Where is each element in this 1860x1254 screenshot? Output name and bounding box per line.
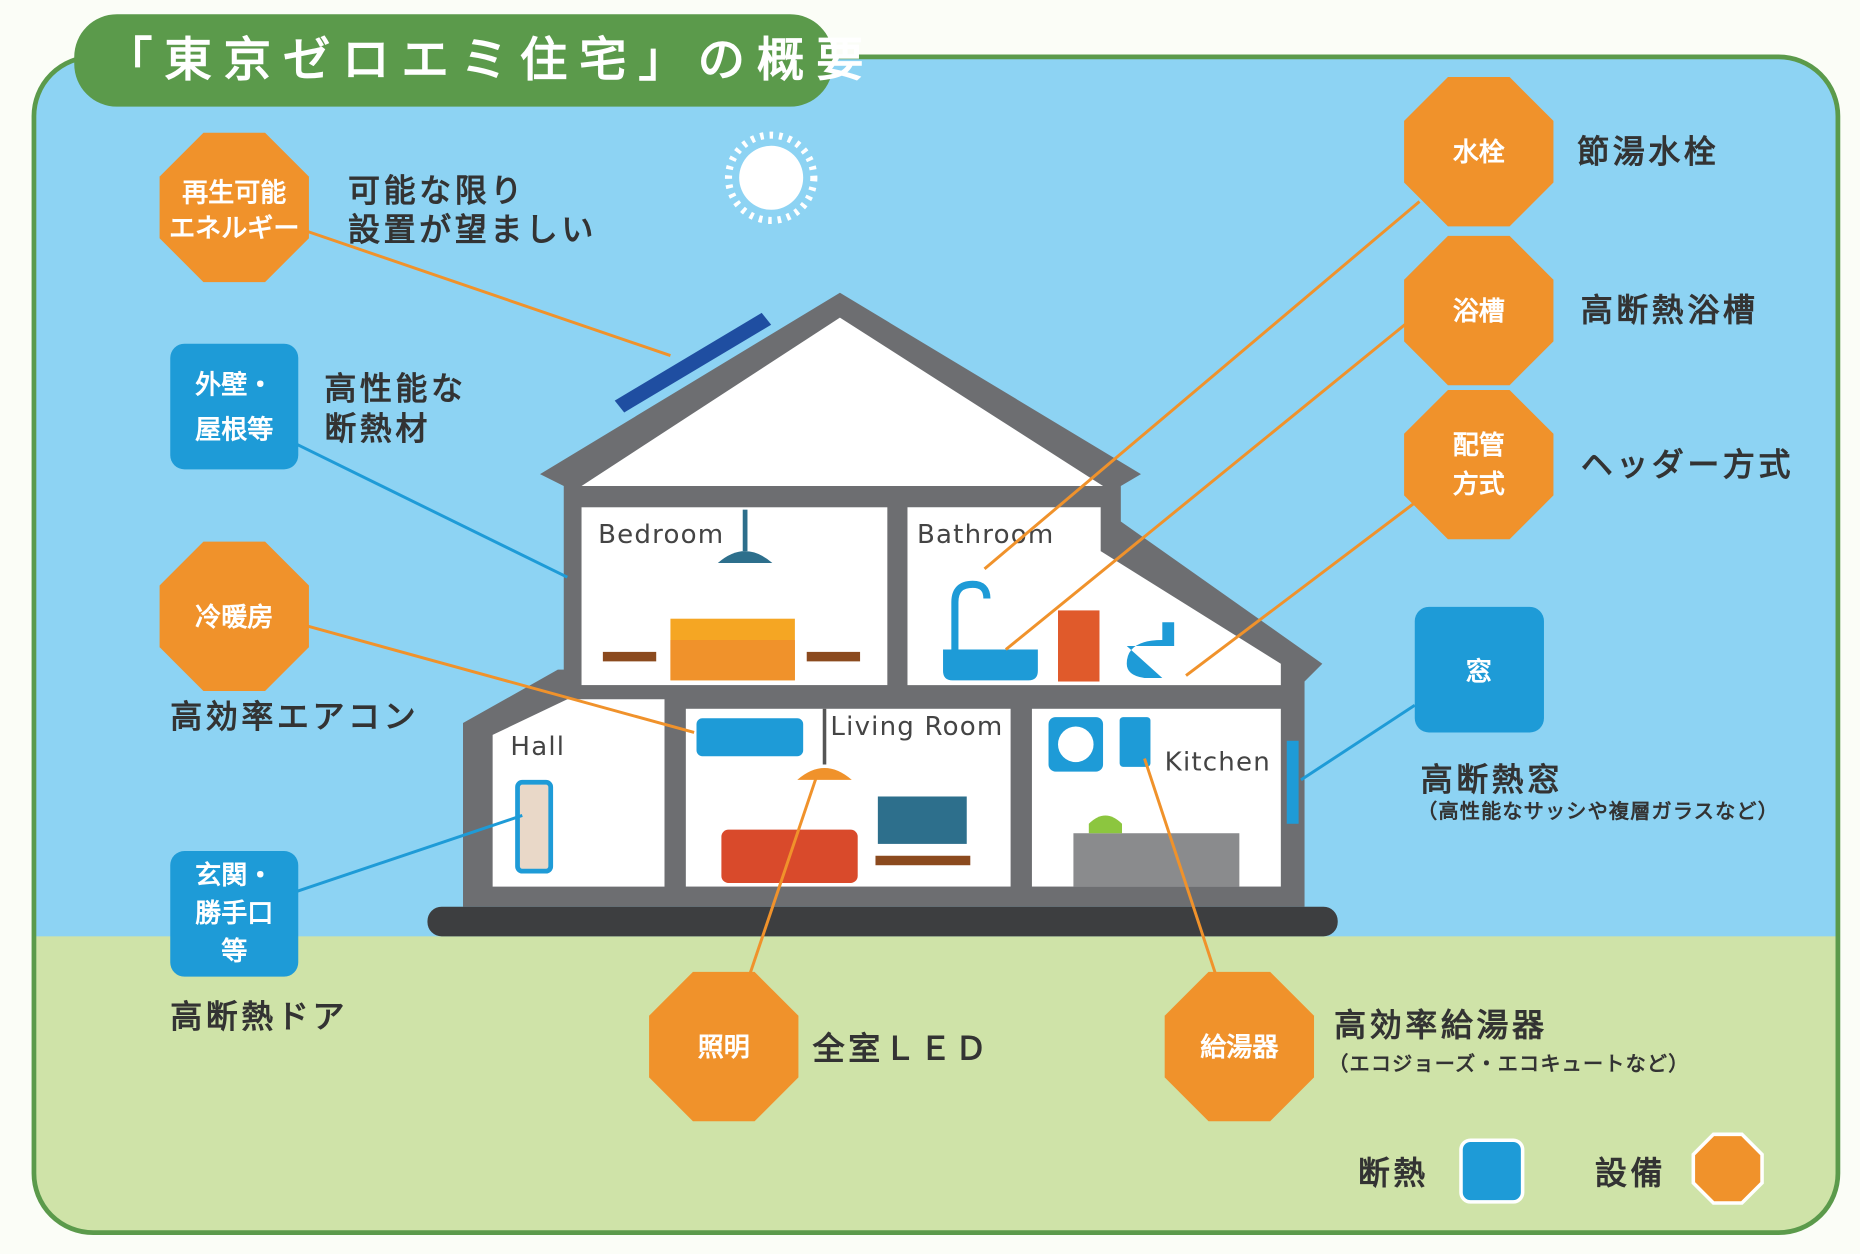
- cabinet-icon: [1058, 610, 1100, 682]
- svg-text:照明: 照明: [698, 1033, 750, 1063]
- tv-icon: [877, 796, 967, 844]
- bathtub-desc: 高断熱浴槽: [1581, 291, 1759, 329]
- ventilation-fan-icon: [1048, 717, 1104, 772]
- foundation: [427, 906, 1338, 937]
- svg-text:浴槽: 浴槽: [1453, 297, 1505, 327]
- room-label-bedroom: Bedroom: [598, 520, 724, 550]
- svg-text:玄関・: 玄関・: [195, 860, 273, 891]
- room-label-hall: Hall: [510, 732, 565, 762]
- window-note: （高性能なサッシや複層ガラスなど）: [1417, 799, 1779, 823]
- water-heater-panel-icon: [1119, 717, 1151, 767]
- kettle-icon: [1088, 815, 1123, 834]
- kitchen-counter-icon: [1073, 833, 1240, 887]
- badge-water-heater: 給湯器: [1164, 971, 1315, 1122]
- walls-desc: 高性能な: [324, 369, 466, 407]
- svg-text:配管: 配管: [1453, 431, 1505, 461]
- window-icon: [1286, 740, 1299, 824]
- badge-walls: 外壁・ 屋根等: [170, 343, 299, 470]
- badge-window: 窓: [1414, 606, 1544, 733]
- badge-hvac: 冷暖房: [159, 541, 309, 692]
- svg-text:窓: 窓: [1466, 656, 1492, 687]
- hvac-desc: 高効率エアコン: [170, 698, 419, 736]
- toilet-icon: [1126, 622, 1175, 678]
- page-title: 「東京ゼロエミ住宅」の概要: [105, 33, 875, 88]
- svg-text:方式: 方式: [1453, 469, 1505, 500]
- title-tab: [74, 14, 833, 107]
- legend-equipment-swatch: [1691, 1132, 1764, 1205]
- door-desc: 高断熱ドア: [170, 998, 348, 1036]
- pendant-light-icon: [797, 708, 852, 780]
- legend-insulation-swatch: [1459, 1138, 1525, 1204]
- svg-text:外壁・: 外壁・: [195, 370, 273, 401]
- renewable-desc: 設置が望ましい: [348, 211, 597, 249]
- ceiling-lamp-icon: [717, 509, 773, 563]
- nightstand-icon: [806, 651, 861, 662]
- bathroom: [907, 507, 1281, 686]
- water-heater-note: （エコジョーズ・エコキュートなど）: [1328, 1051, 1689, 1075]
- ground: [33, 936, 1838, 1233]
- badge-faucet: 水栓: [1404, 77, 1554, 227]
- legend: 断熱 設備: [1358, 1132, 1764, 1205]
- svg-text:給湯器: 給湯器: [1200, 1032, 1279, 1063]
- walls-desc: 断熱材: [324, 410, 431, 448]
- bathtub-icon: [943, 580, 1038, 681]
- lighting-desc: 全室ＬＥＤ: [812, 1030, 991, 1068]
- svg-text:冷暖房: 冷暖房: [195, 602, 273, 633]
- legend-equipment-label: 設備: [1595, 1154, 1666, 1192]
- badge-renewable: 再生可能 エネルギー: [159, 132, 309, 283]
- house-illustration: Bedroom Bathroom Hall Living Room Kitche…: [427, 292, 1338, 937]
- window-desc: 高断熱窓: [1421, 761, 1563, 799]
- room-label-kitchen: Kitchen: [1165, 747, 1271, 777]
- badge-lighting: 照明: [649, 971, 799, 1122]
- svg-text:屋根等: 屋根等: [195, 415, 273, 446]
- svg-text:等: 等: [221, 936, 247, 967]
- svg-text:水栓: 水栓: [1453, 138, 1505, 168]
- legend-insulation-label: 断熱: [1358, 1154, 1429, 1192]
- room-label-bathroom: Bathroom: [917, 520, 1054, 550]
- svg-text:再生可能: 再生可能: [182, 177, 286, 208]
- faucet-desc: 節湯水栓: [1577, 132, 1719, 170]
- air-conditioner-icon: [696, 718, 804, 757]
- badge-piping: 配管 方式: [1404, 389, 1554, 540]
- frame-border: [31, 54, 1841, 1236]
- solar-panel-icon: [614, 312, 772, 413]
- renewable-desc: 可能な限り: [348, 171, 526, 209]
- room-label-living: Living Room: [830, 712, 1003, 742]
- nightstand-icon: [602, 651, 657, 662]
- badge-bathtub: 浴槽: [1404, 235, 1554, 386]
- badge-door: 玄関・ 勝手口 等: [170, 851, 299, 977]
- tv-stand-icon: [875, 855, 971, 866]
- svg-text:エネルギー: エネルギー: [169, 214, 299, 244]
- sun-icon: [724, 131, 818, 225]
- piping-desc: ヘッダー方式: [1581, 445, 1794, 483]
- water-heater-desc: 高効率給湯器: [1334, 1006, 1547, 1044]
- bed-icon: [670, 618, 795, 681]
- leader-lines: [296, 200, 1421, 975]
- door-icon: [515, 779, 554, 874]
- svg-text:勝手口: 勝手口: [195, 899, 273, 929]
